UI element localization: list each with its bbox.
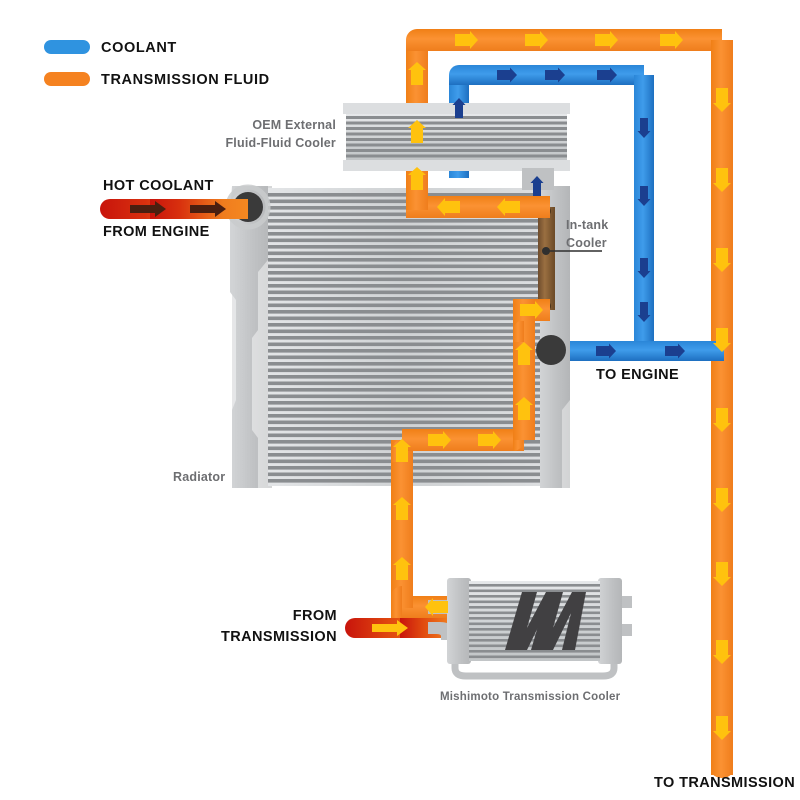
label-mishimoto-cooler: Mishimoto Transmission Cooler xyxy=(440,691,621,703)
label-hot-coolant-line2: FROM ENGINE xyxy=(103,224,210,240)
label-in-tank-cooler-line1: In-tank xyxy=(566,218,608,232)
legend-label-transmission-fluid: TRANSMISSION FLUID xyxy=(101,72,270,88)
legend: COOLANT TRANSMISSION FLUID xyxy=(44,40,270,88)
label-to-transmission: TO TRANSMISSION xyxy=(654,775,795,791)
labels: OEM External Fluid-Fluid Cooler HOT COOL… xyxy=(103,118,795,791)
label-oem-cooler-line2: Fluid-Fluid Cooler xyxy=(225,136,336,150)
legend-swatch-coolant xyxy=(44,40,90,54)
flow-arrows xyxy=(130,31,731,740)
label-from-transmission-line1: FROM xyxy=(293,608,337,624)
label-to-engine: TO ENGINE xyxy=(596,367,679,383)
in-tank-cooler-callout-dot xyxy=(542,247,550,255)
flow-transmission-outer-loop xyxy=(406,29,733,778)
label-radiator: Radiator xyxy=(173,470,225,484)
radiator-outlet-port xyxy=(536,335,566,365)
legend-label-coolant: COOLANT xyxy=(101,40,177,56)
mishimoto-logo-icon xyxy=(505,592,586,650)
label-oem-cooler-line1: OEM External xyxy=(252,118,336,132)
mishimoto-transmission-cooler xyxy=(428,578,632,680)
legend-swatch-transmission-fluid xyxy=(44,72,90,86)
label-hot-coolant-line1: HOT COOLANT xyxy=(103,178,214,194)
label-in-tank-cooler-line2: Cooler xyxy=(566,236,607,250)
label-from-transmission-line2: TRANSMISSION xyxy=(221,629,337,645)
